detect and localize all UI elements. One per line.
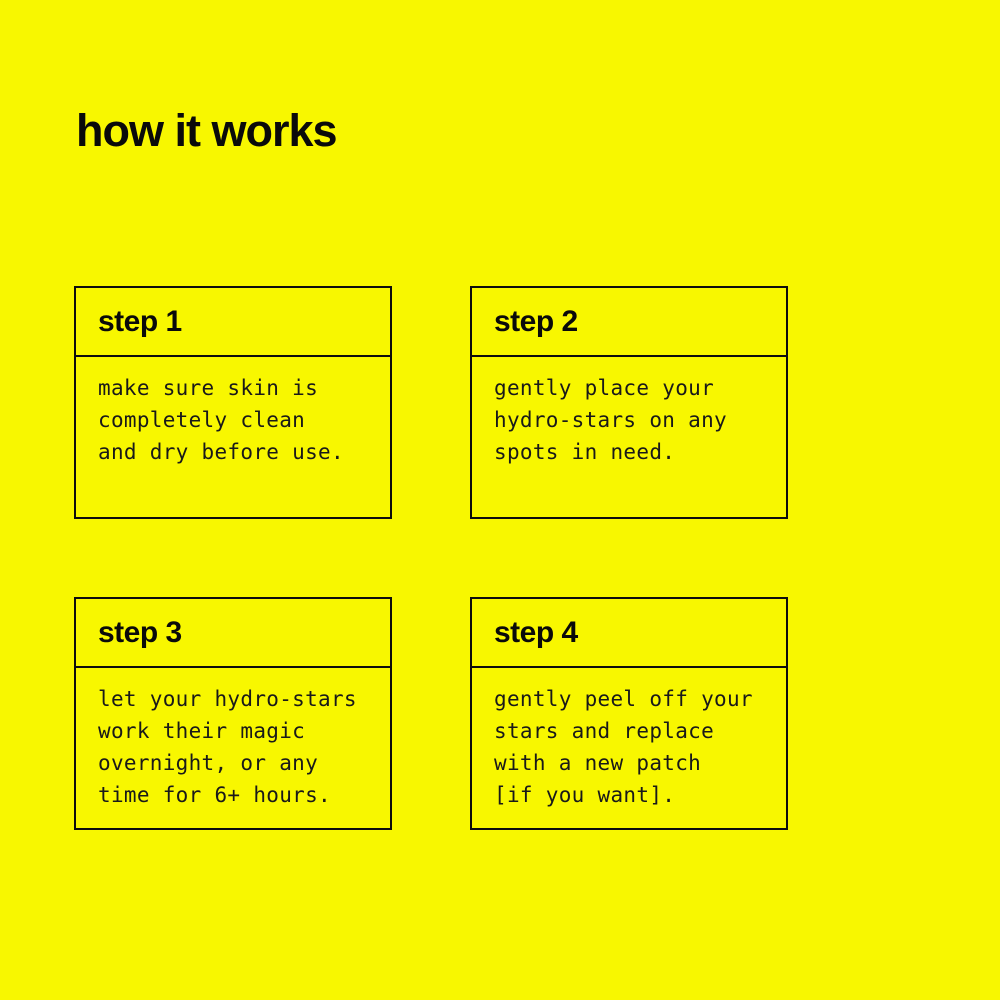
step-card-2: step 2 gently place your hydro-stars on … bbox=[470, 286, 788, 519]
step-1-label: step 1 bbox=[98, 304, 182, 338]
step-4-header: step 4 bbox=[472, 599, 786, 668]
step-body-line: let your hydro-stars bbox=[98, 687, 357, 711]
step-3-header: step 3 bbox=[76, 599, 390, 668]
step-card-3: step 3 let your hydro-stars work their m… bbox=[74, 597, 392, 830]
step-body-line: work their magic bbox=[98, 719, 306, 743]
step-body-line: and dry before use. bbox=[98, 440, 344, 464]
step-1-body: make sure skin is completely clean and d… bbox=[76, 357, 390, 468]
page-title: how it works bbox=[76, 105, 338, 156]
step-3-body: let your hydro-stars work their magic ov… bbox=[76, 668, 390, 811]
step-2-label: step 2 bbox=[494, 304, 578, 338]
step-card-1: step 1 make sure skin is completely clea… bbox=[74, 286, 392, 519]
step-body-line: overnight, or any bbox=[98, 751, 319, 775]
step-body-line: gently peel off your bbox=[494, 687, 753, 711]
step-body-line: time for 6+ hours. bbox=[98, 783, 331, 807]
step-body-line: stars and replace bbox=[494, 719, 715, 743]
step-body-line: completely clean bbox=[98, 408, 306, 432]
step-body-line: hydro-stars on any bbox=[494, 408, 727, 432]
step-4-body: gently peel off your stars and replace w… bbox=[472, 668, 786, 811]
steps-grid: step 1 make sure skin is completely clea… bbox=[74, 286, 788, 830]
step-body-line: make sure skin is bbox=[98, 376, 319, 400]
step-2-header: step 2 bbox=[472, 288, 786, 357]
step-2-body: gently place your hydro-stars on any spo… bbox=[472, 357, 786, 468]
step-body-line: [if you want]. bbox=[494, 783, 676, 807]
step-body-line: spots in need. bbox=[494, 440, 676, 464]
step-1-header: step 1 bbox=[76, 288, 390, 357]
step-3-label: step 3 bbox=[98, 615, 182, 649]
step-body-line: with a new patch bbox=[494, 751, 702, 775]
step-body-line: gently place your bbox=[494, 376, 715, 400]
step-card-4: step 4 gently peel off your stars and re… bbox=[470, 597, 788, 830]
step-4-label: step 4 bbox=[494, 615, 578, 649]
